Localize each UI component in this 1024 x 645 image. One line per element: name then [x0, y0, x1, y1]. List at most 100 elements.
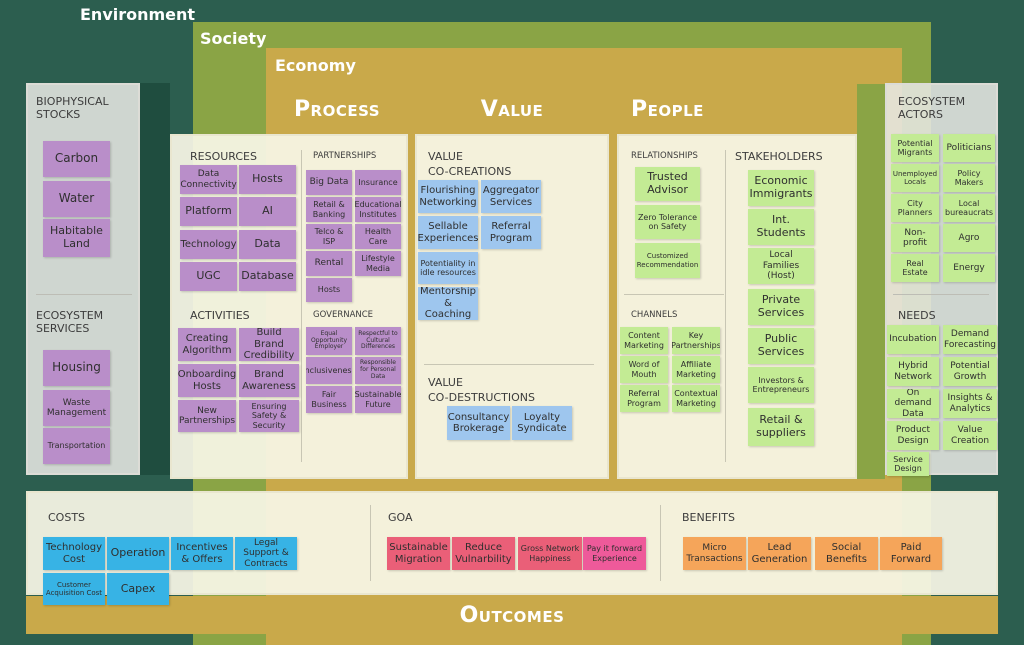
sticky-word-of-mouth[interactable]: Word of Mouth: [620, 356, 668, 383]
sticky-sustainable-migration[interactable]: Sustainable Migration: [387, 537, 450, 570]
sticky-flourishing-networking[interactable]: Flourishing Networking: [418, 180, 478, 213]
sticky-referral-program[interactable]: Referral Program: [481, 216, 541, 249]
sticky-ensuring-safety[interactable]: Ensuring Safety & Security: [239, 400, 299, 432]
sticky-incubation[interactable]: Incubation: [887, 325, 939, 354]
economy-label: Economy: [275, 56, 356, 75]
sticky-brand-awareness[interactable]: Brand Awareness: [239, 364, 299, 397]
sticky-insights-analytics[interactable]: Insights & Analytics: [943, 389, 997, 418]
actors-title: ECOSYSTEM ACTORS: [898, 95, 966, 121]
sticky-equal-opportunity[interactable]: Equal Opportunity Employer: [306, 327, 352, 355]
sticky-retail-suppliers[interactable]: Retail & suppliers: [748, 408, 814, 446]
sticky-retail-banking[interactable]: Retail & Banking: [306, 197, 352, 222]
sticky-gross-network-happiness[interactable]: Gross Network Happiness: [518, 537, 582, 570]
sticky-telco-isp[interactable]: Telco & ISP: [306, 224, 352, 249]
sticky-agro[interactable]: Agro: [943, 224, 995, 252]
sticky-creating-algorithm[interactable]: Creating Algorithm: [178, 328, 236, 361]
sticky-pay-it-forward[interactable]: Pay it forward Experience: [583, 537, 646, 570]
sticky-potentiality-idle[interactable]: Potentiality in idle resources: [418, 252, 478, 284]
sticky-health-care[interactable]: Health Care: [355, 224, 401, 249]
sticky-public-services[interactable]: Public Services: [748, 328, 814, 364]
outcomes-divider-1: [370, 505, 371, 581]
sticky-build-brand-credibility[interactable]: Build Brand Credibility: [239, 328, 299, 361]
sticky-capex[interactable]: Capex: [107, 573, 169, 605]
sticky-respectful-cultural[interactable]: Respectful to Cultural Differences: [355, 327, 401, 355]
sticky-city-planners[interactable]: City Planners: [891, 194, 939, 222]
sticky-referral-program-channel[interactable]: Referral Program: [620, 385, 668, 412]
sticky-responsible-data[interactable]: Responsible for Personal Data: [355, 357, 401, 384]
sticky-transportation[interactable]: Transportation: [43, 428, 110, 464]
sticky-rental[interactable]: Rental: [306, 251, 352, 276]
sticky-unemployed-locals[interactable]: Unemployed Locals: [891, 164, 939, 192]
sticky-contextual-marketing[interactable]: Contextual Marketing: [672, 385, 720, 412]
sticky-local-bureaucrats[interactable]: Local bureaucrats: [943, 194, 995, 222]
sticky-local-families[interactable]: Local Families (Host): [748, 248, 814, 284]
sticky-habitable-land[interactable]: Habitable Land: [43, 219, 110, 257]
sticky-customer-acquisition[interactable]: Customer Acquisition Cost: [43, 573, 105, 605]
sticky-ugc[interactable]: UGC: [180, 262, 237, 291]
sticky-platform[interactable]: Platform: [180, 197, 237, 226]
sticky-new-partnerships[interactable]: New Partnerships: [178, 400, 236, 432]
sticky-non-profit[interactable]: Non-profit: [891, 224, 939, 252]
sticky-data[interactable]: Data: [239, 230, 296, 259]
activities-title: ACTIVITIES: [190, 309, 250, 322]
sticky-micro-transactions[interactable]: Micro Transactions: [683, 537, 746, 570]
sticky-zero-tolerance[interactable]: Zero Tolerance on Safety: [635, 205, 700, 239]
sticky-key-partnerships[interactable]: Key Partnerships: [672, 327, 720, 354]
sticky-fair-business[interactable]: Fair Business: [306, 386, 352, 413]
people-divider-v: [725, 150, 726, 462]
sticky-operation[interactable]: Operation: [107, 537, 169, 570]
sticky-incentives-offers[interactable]: Incentives & Offers: [171, 537, 233, 570]
sticky-on-demand-data[interactable]: On demand Data: [887, 389, 939, 418]
sticky-legal-support[interactable]: Legal Support & Contracts: [235, 537, 297, 570]
sticky-aggregator-services[interactable]: Aggregator Services: [481, 180, 541, 213]
sticky-policy-makers[interactable]: Policy Makers: [943, 164, 995, 192]
sticky-carbon[interactable]: Carbon: [43, 141, 110, 177]
sticky-sellable-experiences[interactable]: Sellable Experiences: [418, 216, 478, 249]
sticky-politicians[interactable]: Politicians: [943, 134, 995, 162]
sticky-energy[interactable]: Energy: [943, 254, 995, 282]
sticky-lifestyle-media[interactable]: Lifestyle Media: [355, 251, 401, 276]
sticky-educational-institutes[interactable]: Educational Institutes: [355, 197, 401, 222]
actors-divider: [893, 294, 989, 295]
sticky-content-marketing[interactable]: Content Marketing: [620, 327, 668, 354]
sticky-hybrid-network[interactable]: Hybrid Network: [887, 357, 939, 386]
sticky-potential-migrants[interactable]: Potential Migrants: [891, 134, 939, 162]
sticky-sustainable-future[interactable]: Sustainable Future: [355, 386, 401, 413]
sticky-customized-recommendation[interactable]: Customized Recommendation: [635, 243, 700, 278]
sticky-service-design[interactable]: Service Design: [887, 452, 929, 476]
sticky-waste-management[interactable]: Waste Management: [43, 390, 110, 426]
sticky-onboarding-hosts[interactable]: Onboarding Hosts: [178, 364, 236, 397]
sticky-big-data[interactable]: Big Data: [306, 170, 352, 195]
sticky-hosts[interactable]: Hosts: [239, 165, 296, 194]
codestructions-title-2: CO-DESTRUCTIONS: [428, 391, 535, 404]
sticky-consultancy-brokerage[interactable]: Consultancy Brokerage: [447, 406, 510, 440]
sticky-water[interactable]: Water: [43, 181, 110, 217]
sticky-technology-cost[interactable]: Technology Cost: [43, 537, 105, 570]
sticky-paid-forward[interactable]: Paid Forward: [880, 537, 942, 570]
sticky-database[interactable]: Database: [239, 262, 296, 291]
sticky-reduce-vulnarbility[interactable]: Reduce Vulnarbility: [452, 537, 515, 570]
sticky-mentorship-coaching[interactable]: Mentorship & Coaching: [418, 287, 478, 320]
sticky-hosts-partner[interactable]: Hosts: [306, 278, 352, 302]
sticky-trusted-advisor[interactable]: Trusted Advisor: [635, 167, 700, 201]
sticky-lead-generation[interactable]: Lead Generation: [748, 537, 811, 570]
sticky-demand-forecasting[interactable]: Demand Forecasting: [943, 325, 997, 354]
sticky-private-services[interactable]: Private Services: [748, 289, 814, 325]
sticky-real-estate[interactable]: Real Estate: [891, 254, 939, 282]
sticky-int-students[interactable]: Int. Students: [748, 209, 814, 245]
sticky-potential-growth[interactable]: Potential Growth: [943, 357, 997, 386]
sticky-product-design[interactable]: Product Design: [887, 421, 939, 450]
sticky-housing[interactable]: Housing: [43, 350, 110, 386]
sticky-technology[interactable]: Technology: [180, 230, 237, 259]
sticky-economic-immigrants[interactable]: Economic Immigrants: [748, 170, 814, 206]
sticky-data-connectivity[interactable]: Data Connectivity: [180, 165, 237, 194]
sticky-investors-entrepreneurs[interactable]: Investors & Entrepreneurs: [748, 367, 814, 403]
sticky-value-creation[interactable]: Value Creation: [943, 421, 997, 450]
sticky-inclusiveness[interactable]: Inclusiveness: [306, 357, 352, 384]
sticky-ai[interactable]: AI: [239, 197, 296, 226]
sticky-social-benefits[interactable]: Social Benefits: [815, 537, 878, 570]
sticky-affiliate-marketing[interactable]: Affiliate Marketing: [672, 356, 720, 383]
cocreations-title-2: CO-CREATIONS: [428, 165, 512, 178]
sticky-loyalty-syndicate[interactable]: Loyalty Syndicate: [512, 406, 572, 440]
sticky-insurance[interactable]: Insurance: [355, 170, 401, 195]
